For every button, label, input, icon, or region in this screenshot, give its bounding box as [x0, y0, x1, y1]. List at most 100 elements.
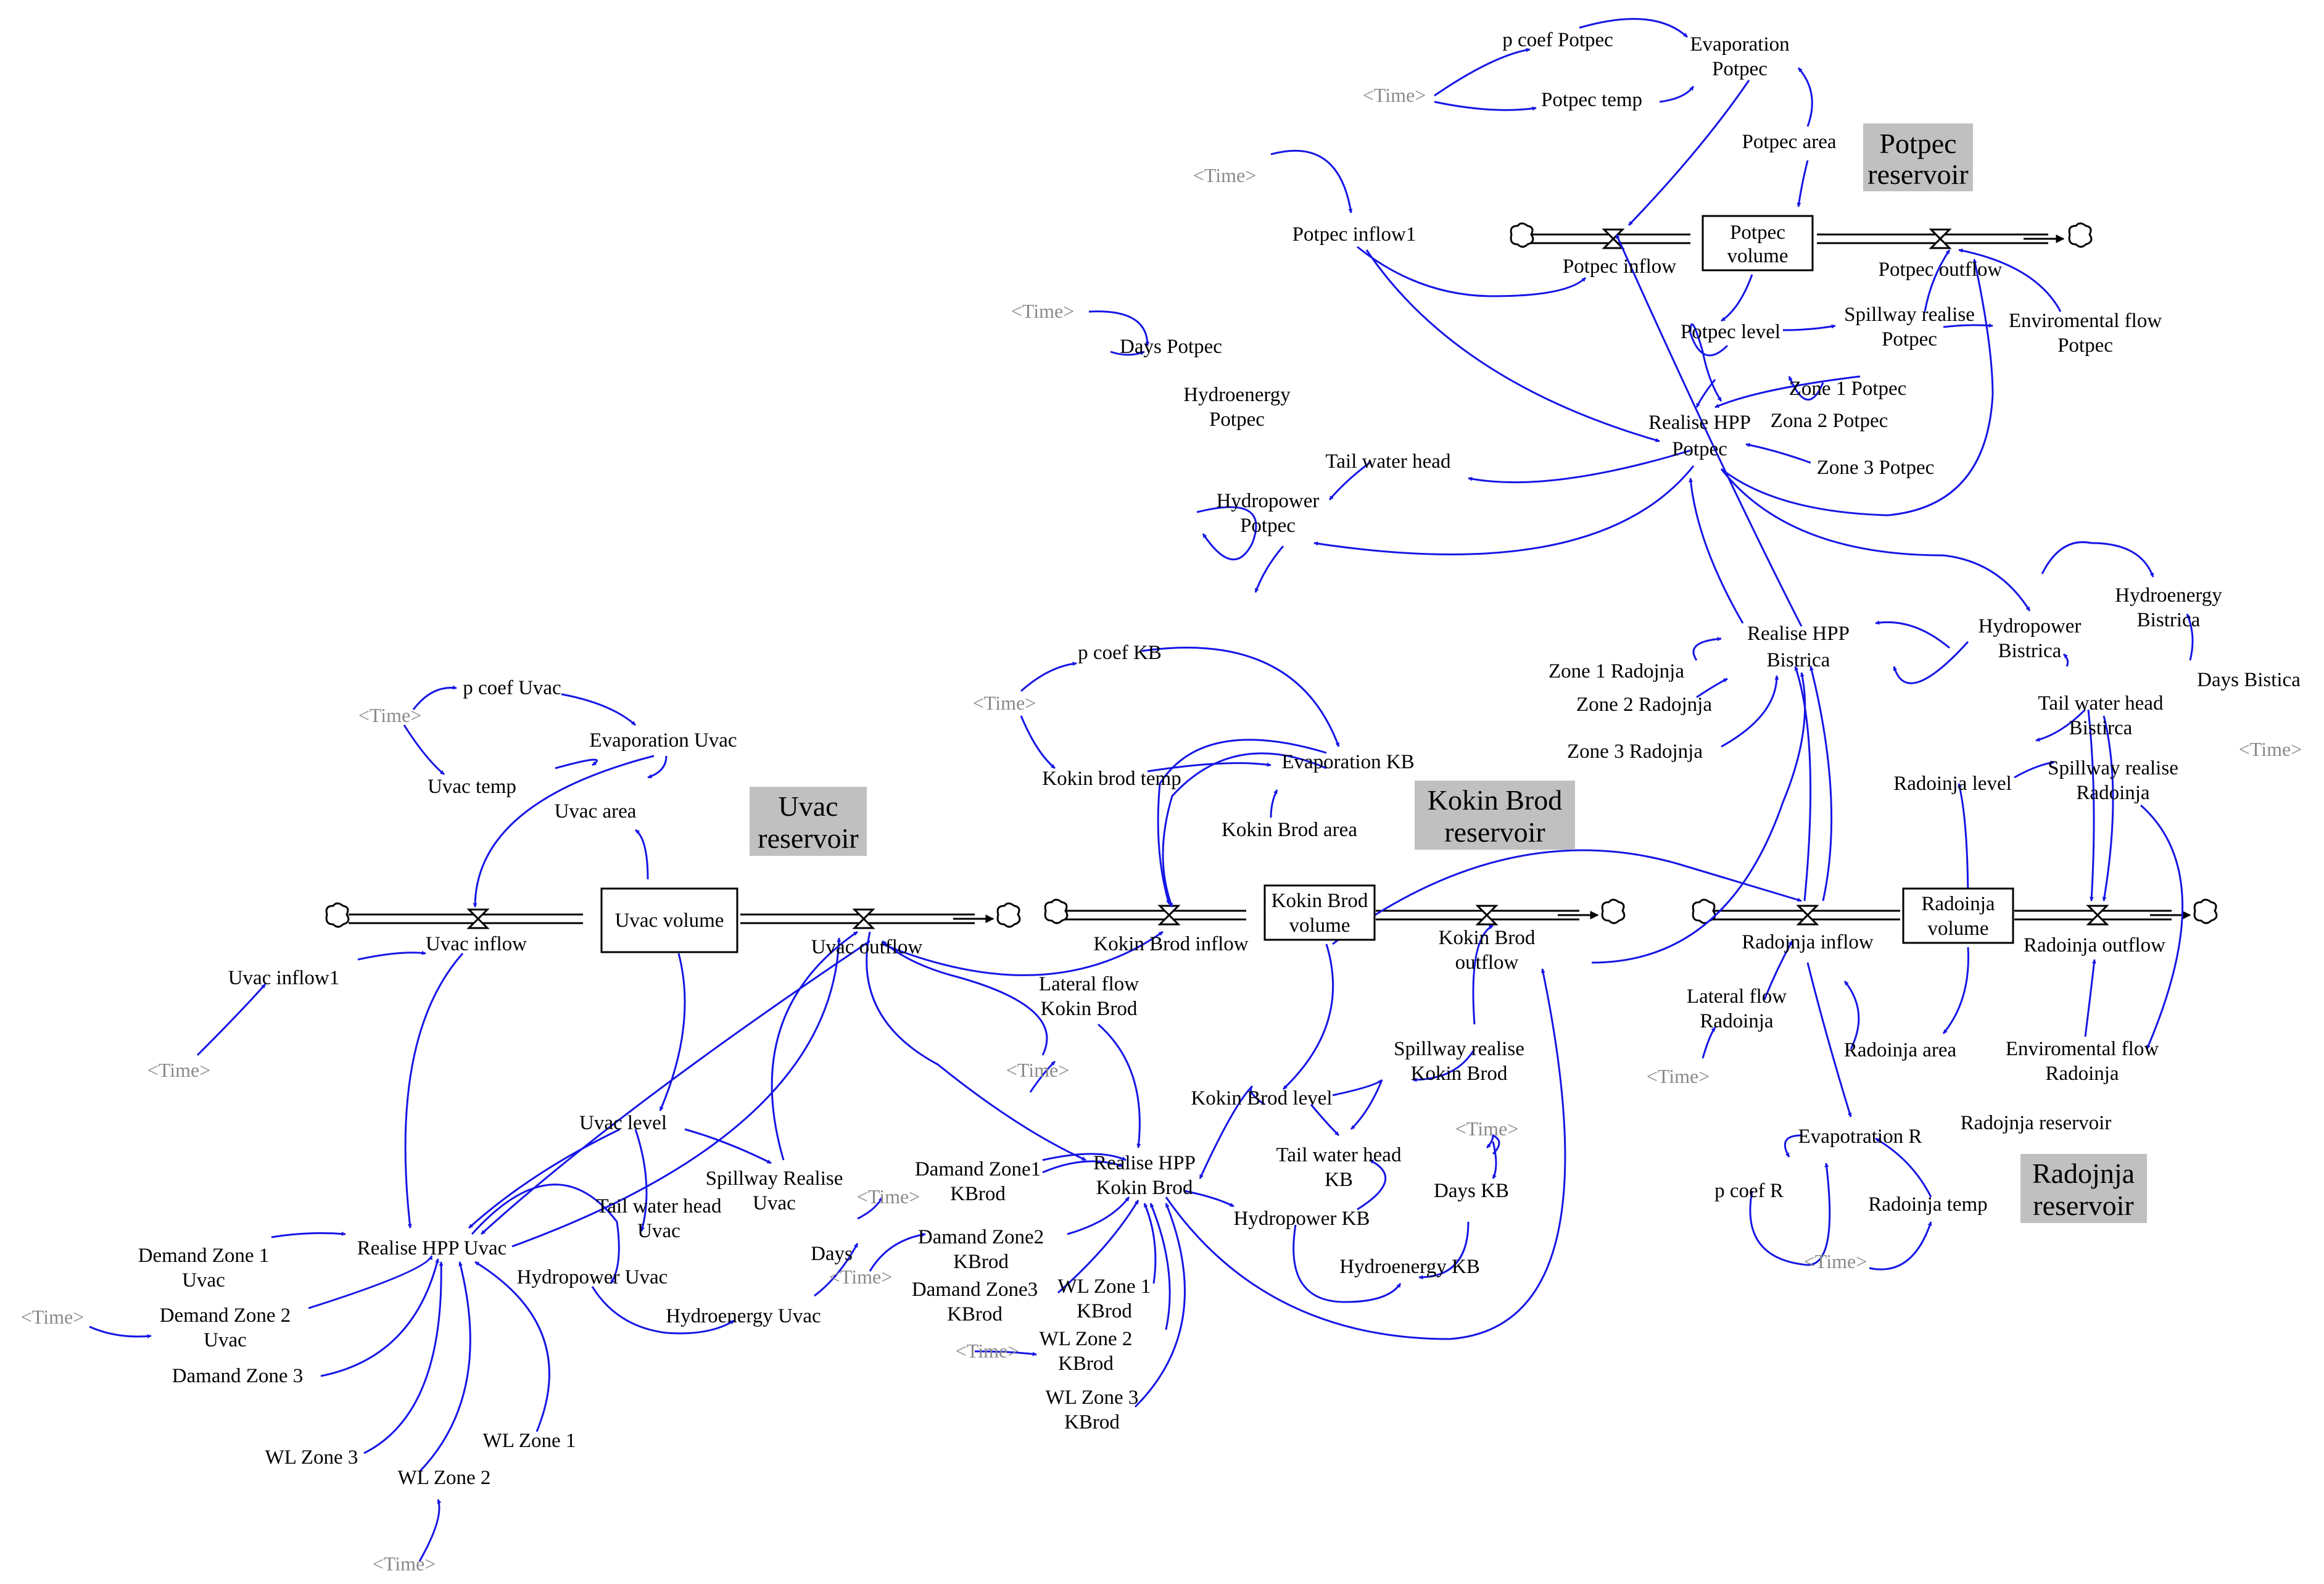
- time-variable[interactable]: <Time>: [1363, 84, 1426, 106]
- valve-uvac-inflow[interactable]: [466, 908, 490, 929]
- stock-potpec-volume[interactable]: Potpec volume: [1702, 215, 1814, 272]
- var-realise-hpp-potpec[interactable]: Potpec: [1672, 438, 1727, 460]
- valve-kokin-outflow[interactable]: [1475, 905, 1499, 926]
- var-spillway-kokin[interactable]: Kokin Brod: [1411, 1063, 1508, 1085]
- var-hydroenergy-kb[interactable]: Hydroenergy KB: [1339, 1256, 1480, 1278]
- time-variable[interactable]: <Time>: [21, 1306, 85, 1328]
- time-variable[interactable]: <Time>: [1006, 1059, 1070, 1081]
- var-tail-water-kb[interactable]: Tail water head: [1276, 1144, 1402, 1166]
- time-variable[interactable]: <Time>: [373, 1553, 436, 1575]
- time-variable[interactable]: <Time>: [829, 1266, 893, 1288]
- var-wl-zone1-kbrod[interactable]: KBrod: [1077, 1300, 1132, 1322]
- var-lateral-flow-kokin[interactable]: Lateral flow: [1039, 973, 1139, 995]
- var-realise-hpp-bistrica[interactable]: Realise HPP: [1747, 623, 1850, 645]
- stock-kokin-brod-volume[interactable]: Kokin Brod volume: [1263, 884, 1376, 941]
- var-zona2-potpec[interactable]: Zona 2 Potpec: [1771, 410, 1888, 432]
- var-wl-zone3-kbrod[interactable]: WL Zone 3: [1046, 1387, 1139, 1409]
- var-p-coef-potpec[interactable]: p coef Potpec: [1502, 29, 1613, 51]
- var-p-coef-kb[interactable]: p coef KB: [1078, 642, 1162, 664]
- var-damand-zone1-kbrod[interactable]: Damand Zone1: [915, 1158, 1041, 1180]
- time-variable[interactable]: <Time>: [147, 1059, 211, 1081]
- var-realise-hpp-potpec[interactable]: Realise HPP: [1648, 412, 1751, 434]
- var-days[interactable]: Days: [811, 1243, 853, 1265]
- var-spillway-uvac[interactable]: Uvac: [753, 1192, 796, 1214]
- time-variable[interactable]: <Time>: [2239, 738, 2302, 760]
- var-days-bistica[interactable]: Days Bistica: [2197, 669, 2301, 691]
- var-potpec-temp[interactable]: Potpec temp: [1541, 89, 1642, 111]
- var-spillway-potpec[interactable]: Potpec: [1882, 328, 1937, 350]
- var-demand-zone1-uvac[interactable]: Uvac: [182, 1269, 225, 1292]
- var-uvac-area[interactable]: Uvac area: [555, 800, 637, 823]
- var-potpec-level[interactable]: Potpec level: [1681, 321, 1780, 343]
- var-damand-zone3-kbrod[interactable]: KBrod: [947, 1303, 1003, 1325]
- var-tail-water-bistrica[interactable]: Bistirca: [2069, 717, 2133, 739]
- var-hydropower-kb[interactable]: Hydropower KB: [1234, 1208, 1370, 1230]
- var-p-coef-r[interactable]: p coef R: [1714, 1180, 1784, 1202]
- var-spillway-radoinja[interactable]: Spillway realise: [2048, 757, 2178, 779]
- var-zone2-radojnja[interactable]: Zone 2 Radojnja: [1576, 694, 1712, 716]
- time-variable[interactable]: <Time>: [358, 704, 422, 726]
- var-radojnja-reservoir[interactable]: Radojnja reservoir: [1961, 1112, 2112, 1134]
- var-hydroenergy-potpec[interactable]: Potpec: [1209, 408, 1265, 431]
- time-variable[interactable]: <Time>: [857, 1185, 920, 1208]
- var-hydroenergy-uvac[interactable]: Hydroenergy Uvac: [666, 1305, 821, 1327]
- var-damand-zone3[interactable]: Damand Zone 3: [172, 1365, 304, 1387]
- var-demand-zone2-uvac[interactable]: Demand Zone 2: [160, 1304, 291, 1327]
- var-spillway-kokin[interactable]: Spillway realise: [1394, 1038, 1524, 1060]
- stock-uvac-volume[interactable]: Uvac volume: [600, 887, 738, 953]
- stock-radoinja-volume[interactable]: Radoinja volume: [1902, 887, 2014, 944]
- var-lateral-flow-radoinja[interactable]: Lateral flow: [1687, 985, 1787, 1008]
- var-kokin-brod-outflow[interactable]: outflow: [1455, 952, 1519, 974]
- var-spillway-uvac[interactable]: Spillway Realise: [706, 1167, 843, 1190]
- var-wl-zone2-kbrod[interactable]: KBrod: [1058, 1353, 1114, 1375]
- var-damand-zone2-kbrod[interactable]: Damand Zone2: [918, 1226, 1044, 1248]
- var-env-flow-radoinja[interactable]: Enviromental flow: [2006, 1038, 2159, 1060]
- var-radojnja-inflow[interactable]: Radojnja inflow: [1742, 931, 1874, 953]
- var-evaporation-kb[interactable]: Evaporation KB: [1281, 751, 1414, 773]
- var-wl-zone2-kbrod[interactable]: WL Zone 2: [1040, 1328, 1133, 1350]
- time-variable[interactable]: <Time>: [1455, 1118, 1519, 1140]
- var-zone3-potpec[interactable]: Zone 3 Potpec: [1817, 457, 1935, 479]
- var-days-potpec[interactable]: Days Potpec: [1120, 336, 1222, 358]
- valve-radojnja-inflow[interactable]: [1796, 905, 1819, 926]
- var-radoinja-outflow[interactable]: Radoinja outflow: [2024, 934, 2165, 956]
- var-radoinja-temp[interactable]: Radoinja temp: [1868, 1193, 1987, 1216]
- var-wl-zone1-kbrod[interactable]: WL Zone 1: [1058, 1275, 1151, 1298]
- var-kokin-brod-outflow[interactable]: Kokin Brod: [1439, 927, 1536, 949]
- var-uvac-level[interactable]: Uvac level: [579, 1112, 667, 1134]
- var-hydropower-bistrica[interactable]: Bistrica: [1998, 640, 2062, 662]
- var-evaporation-uvac[interactable]: Evaporation Uvac: [589, 729, 737, 752]
- var-demand-zone1-uvac[interactable]: Demand Zone 1: [138, 1245, 270, 1267]
- var-tail-water-kb[interactable]: KB: [1325, 1169, 1353, 1191]
- valve-uvac-outflow[interactable]: [852, 908, 875, 929]
- var-radoinja-area[interactable]: Radoinja area: [1844, 1039, 1957, 1061]
- var-potpec-outflow[interactable]: Potpec outflow: [1879, 259, 2003, 281]
- valve-kokin-inflow[interactable]: [1157, 905, 1181, 926]
- var-days-kb[interactable]: Days KB: [1434, 1180, 1509, 1202]
- var-realise-hpp-bistrica[interactable]: Bistrica: [1767, 649, 1830, 671]
- valve-potpec-inflow[interactable]: [1602, 228, 1625, 249]
- var-tail-water-uvac[interactable]: Uvac: [637, 1220, 680, 1242]
- time-variable[interactable]: <Time>: [1011, 300, 1075, 322]
- var-damand-zone2-kbrod[interactable]: KBrod: [953, 1251, 1009, 1273]
- var-uvac-inflow1[interactable]: Uvac inflow1: [228, 967, 340, 989]
- var-hydropower-uvac[interactable]: Hydropower Uvac: [517, 1266, 668, 1288]
- var-kokin-brod-area[interactable]: Kokin Brod area: [1222, 819, 1357, 841]
- time-variable[interactable]: <Time>: [956, 1340, 1019, 1362]
- var-lateral-flow-radoinja[interactable]: Radoinja: [1700, 1010, 1773, 1032]
- time-variable[interactable]: <Time>: [1804, 1250, 1867, 1272]
- var-damand-zone3-kbrod[interactable]: Damand Zone3: [912, 1279, 1038, 1301]
- var-wl-zone3[interactable]: WL Zone 3: [265, 1446, 358, 1469]
- var-uvac-inflow[interactable]: Uvac inflow: [426, 933, 527, 955]
- var-uvac-temp[interactable]: Uvac temp: [428, 776, 516, 798]
- var-hydropower-potpec[interactable]: Potpec: [1240, 515, 1296, 537]
- time-variable[interactable]: <Time>: [1647, 1065, 1710, 1087]
- var-demand-zone2-uvac[interactable]: Uvac: [204, 1329, 247, 1351]
- var-kokin-brod-inflow[interactable]: Kokin Brod inflow: [1093, 933, 1248, 955]
- var-uvac-outflow[interactable]: Uvac outflow: [811, 936, 923, 958]
- var-zone1-potpec[interactable]: Zone 1 Potpec: [1789, 378, 1907, 400]
- var-env-flow-potpec[interactable]: Potpec: [2057, 334, 2113, 357]
- var-hydroenergy-bistrica[interactable]: Bistrica: [2137, 609, 2201, 631]
- valve-radoinja-outflow[interactable]: [2086, 905, 2109, 926]
- var-spillway-radoinja[interactable]: Radoinja: [2076, 782, 2149, 804]
